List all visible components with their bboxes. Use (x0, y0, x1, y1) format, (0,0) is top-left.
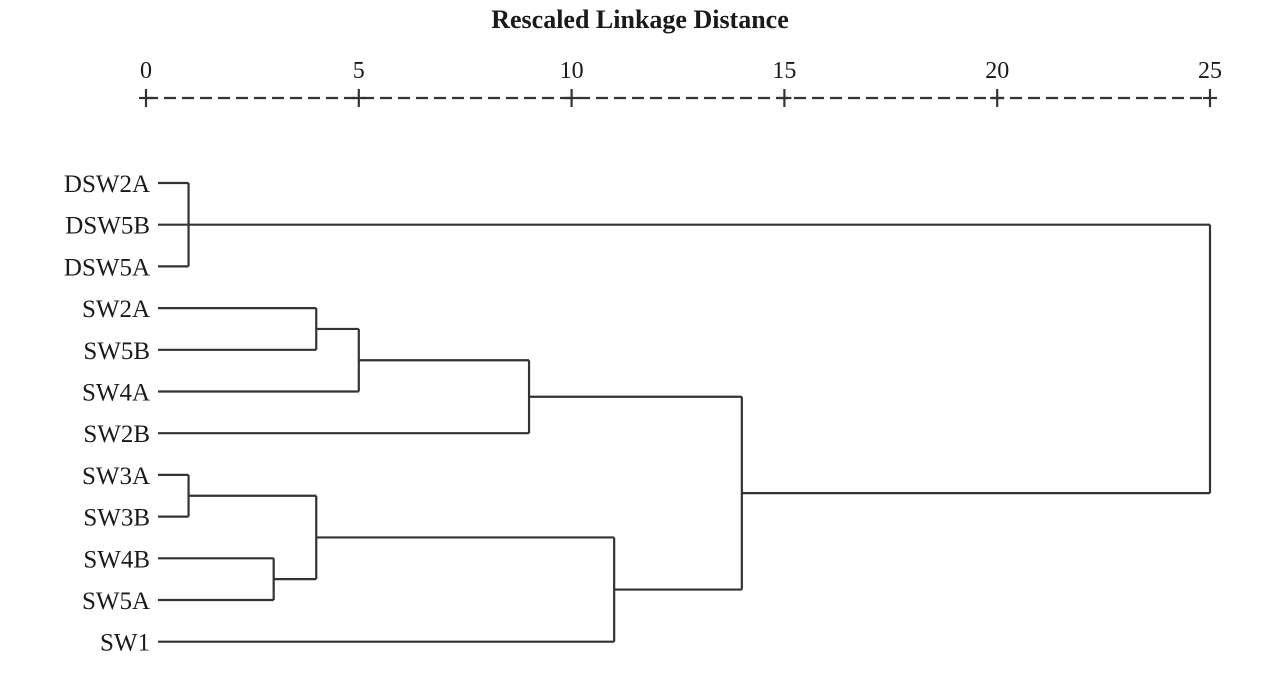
leaf-label: DSW5B (65, 213, 150, 240)
leaf-label: SW1 (100, 630, 150, 657)
x-axis: 0 5 10 15 20 25 (139, 58, 1222, 107)
leaf-labels: DSW2A DSW5B DSW5A SW2A SW5B SW4A SW2B SW3A SW3B S… (64, 171, 150, 657)
leaf-label: SW3B (83, 505, 150, 532)
chart-title: Rescaled Linkage Distance (491, 5, 789, 34)
x-tick-label: 5 (353, 58, 365, 84)
leaf-label: SW5A (82, 588, 150, 615)
leaf-label: SW5B (83, 338, 150, 365)
leaf-label: DSW5A (64, 254, 150, 281)
x-tick-label: 0 (140, 58, 152, 84)
leaf-label: SW2B (83, 421, 150, 448)
x-tick-label: 15 (772, 58, 796, 84)
leaf-label: SW4B (83, 546, 150, 573)
x-tick-label: 20 (985, 58, 1009, 84)
leaf-label: SW3A (82, 463, 150, 490)
leaf-label: SW4A (82, 380, 150, 407)
leaf-label: DSW2A (64, 171, 150, 198)
dendrogram-links (158, 181, 1212, 643)
leaf-label: SW2A (82, 296, 150, 323)
x-tick-label: 10 (560, 58, 584, 84)
x-tick-label: 25 (1198, 58, 1222, 84)
